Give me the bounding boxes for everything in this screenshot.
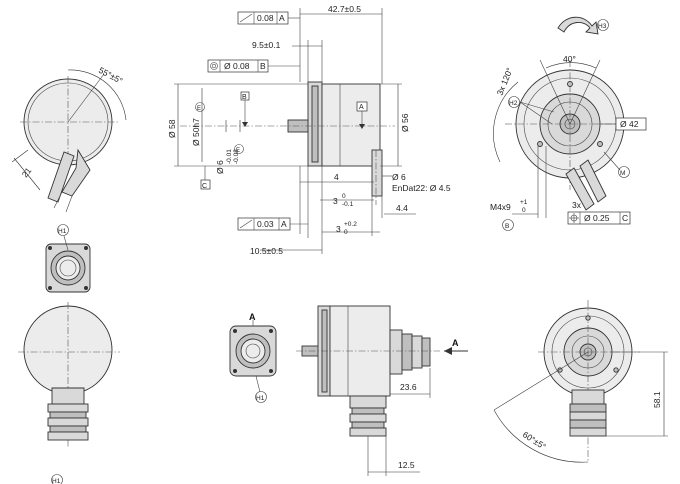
view-a-label: A — [249, 312, 256, 322]
dim-d42-frame: Ø 42 — [615, 117, 647, 131]
dim-d6-tol-lo: -0.02 — [233, 149, 240, 164]
dim-endat: EnDat22: Ø 4.5 — [392, 183, 451, 193]
datum-c-label: C — [202, 183, 207, 190]
tol-0.03-ref: A — [281, 219, 287, 229]
callout-b: B — [502, 219, 514, 231]
conc-ref: B — [260, 61, 266, 71]
svg-text:E: E — [236, 148, 240, 154]
conc-value: Ø 0.08 — [224, 61, 250, 71]
svg-text:B: B — [505, 223, 509, 230]
callout-e-1: E — [195, 102, 205, 112]
dim-3: 3 — [333, 196, 338, 206]
dim-m4x9: M4x9 — [490, 202, 511, 212]
callout-h1-b: H1 — [255, 391, 267, 403]
dim-3-tol-lo: -0.1 — [342, 201, 354, 208]
dim-d50h7: Ø 50h7 — [191, 118, 201, 146]
dim-42.7: 42.7±0.5 — [328, 4, 361, 14]
view-side-connector — [296, 305, 468, 476]
callout-h1-a: H1 — [57, 224, 69, 236]
view-top-left-cable — [11, 69, 127, 213]
dim-d42: Ø 42 — [620, 119, 639, 129]
dim-3b: 3 — [336, 224, 341, 234]
callout-m: M — [618, 166, 630, 178]
dim-4: 4 — [334, 172, 339, 182]
dim-3x120deg: 3x 120° — [495, 66, 515, 97]
callout-e-2: E — [234, 144, 244, 154]
view-top-right-front — [493, 16, 636, 225]
dim-9.5: 9.5±0.1 — [252, 40, 281, 50]
datum-b-label: B — [242, 94, 247, 101]
dim-3b-tol-lo: 0 — [344, 229, 348, 236]
svg-text:H1: H1 — [58, 228, 67, 235]
dim-4.4: 4.4 — [396, 203, 408, 213]
datum-a-label: A — [359, 104, 364, 111]
pos-value: Ø 0.25 — [584, 213, 610, 223]
dim-40deg: 40° — [563, 54, 576, 64]
dim-60deg: 60°±5° — [521, 429, 548, 451]
view-top-center-section — [174, 8, 416, 254]
dim-12.5: 12.5 — [398, 460, 415, 470]
view-a-connector — [229, 320, 277, 393]
tol-0.08-value: 0.08 — [257, 13, 274, 23]
dim-d58: Ø 58 — [167, 119, 177, 138]
tol-frame-bottom: 0.03 A — [257, 219, 287, 229]
view-connector-top — [45, 235, 91, 293]
callout-h3: H3 — [597, 19, 609, 31]
dim-10.5: 10.5±0.5 — [250, 246, 283, 256]
svg-text:M: M — [620, 170, 625, 177]
svg-text:H1: H1 — [256, 395, 265, 402]
callout-h1-note: H1 — [51, 474, 63, 484]
view-bottom-left — [18, 302, 120, 448]
dim-3b-tol-up: +0.2 — [344, 221, 357, 228]
dim-m4x9-tol-up: +1 — [520, 199, 528, 206]
tol-0.08-ref: A — [279, 13, 285, 23]
dim-23.6: 23.6 — [400, 382, 417, 392]
svg-text:H3: H3 — [598, 23, 607, 30]
dim-3x: 3x — [572, 200, 582, 210]
tol-0.03-value: 0.03 — [257, 219, 274, 229]
dim-d56: Ø 56 — [400, 113, 410, 132]
dim-d6: Ø 6 — [215, 160, 225, 174]
dim-3-tol-up: 0 — [342, 193, 346, 200]
pos-ref: C — [622, 213, 628, 223]
svg-text:H2: H2 — [509, 100, 518, 107]
tol-frame-top: 0.08 A — [257, 13, 285, 23]
view-bottom-right-front — [493, 300, 668, 463]
dim-55deg: 55°±5° — [97, 65, 124, 86]
svg-text:H1: H1 — [52, 478, 61, 484]
dim-58.1: 58.1 — [652, 391, 662, 408]
dim-d6-connector: Ø 6 — [392, 172, 406, 182]
dim-d6-tol-up: -0.01 — [226, 149, 233, 164]
pos-frame: Ø 0.25 C — [584, 213, 628, 223]
dim-m4x9-tol-lo: 0 — [522, 207, 526, 214]
view-a-arrow-label: A — [452, 338, 459, 348]
svg-text:E: E — [197, 106, 201, 112]
callout-h2: H2 — [508, 96, 520, 108]
